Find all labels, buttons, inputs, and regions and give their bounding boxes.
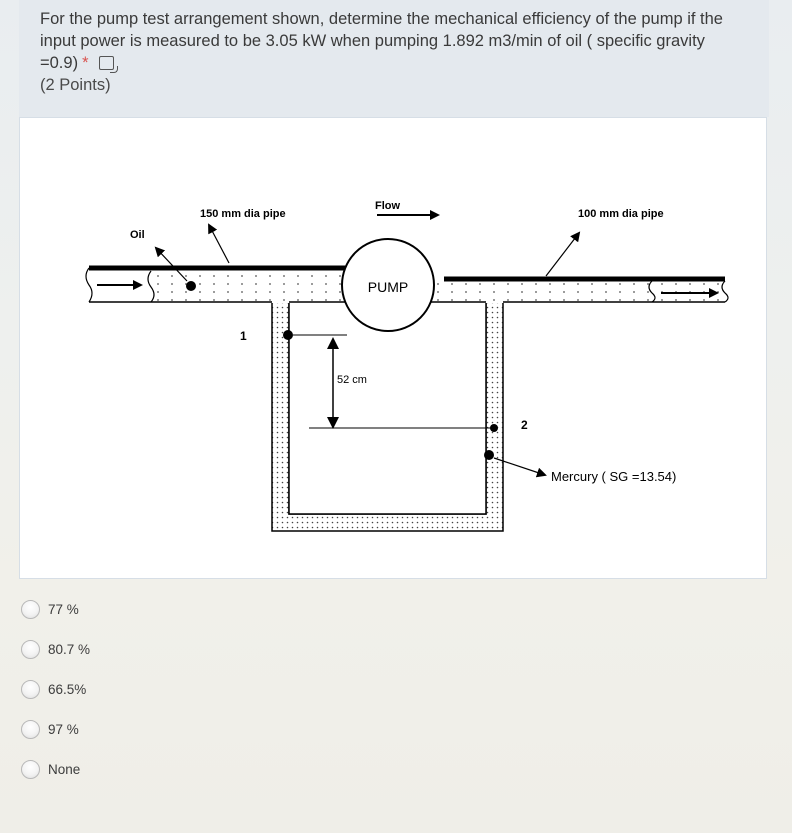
manometer [271,303,504,532]
radio-button[interactable] [21,680,40,699]
question-points: (2 Points) [40,76,111,94]
question-text: For the pump test arrangement shown, det… [40,8,760,96]
label-52cm: 52 cm [337,374,367,386]
label-point-1: 1 [240,329,247,343]
required-marker: * [82,54,89,72]
radio-button[interactable] [21,720,40,739]
radio-button[interactable] [21,640,40,659]
question-line-3: =0.9)* [40,52,760,74]
option-2[interactable]: 80.7 % [21,640,221,662]
question-line-3-text: =0.9) [40,54,79,72]
option-4[interactable]: 97 % [21,720,221,742]
outlet-pipe-100mm [431,276,729,303]
question-line-2: input power is measured to be 3.05 kW wh… [40,32,705,50]
question-card [19,0,769,117]
arrow-150mm [208,223,230,264]
label-point-2: 2 [521,418,528,432]
question-line-1: For the pump test arrangement shown, det… [40,10,723,28]
option-3[interactable]: 66.5% [21,680,221,702]
tap-point-1 [283,330,293,340]
option-label: 97 % [48,722,79,737]
pump-label: PUMP [368,279,408,295]
oil-marker [186,281,196,291]
tap-point-2 [484,450,494,460]
tap-point-2-upper [490,424,498,432]
pump-circle [341,238,435,332]
option-5[interactable]: None [21,760,221,782]
label-100mm-pipe: 100 mm dia pipe [578,208,664,220]
flow-label: Flow [375,200,400,212]
dimension-52cm [293,334,493,429]
inlet-pipe-150mm [85,265,346,303]
option-label: 77 % [48,602,79,617]
arrow-100mm [545,231,581,277]
option-label: 66.5% [48,682,87,697]
label-150mm-pipe: 150 mm dia pipe [200,208,286,220]
option-label: None [48,762,81,777]
pump-diagram: PUMP Flow 150 mm dia pipe 100 mm dia pip… [85,200,729,532]
arrow-mercury [493,457,547,478]
arrow-oil [154,246,188,282]
question-figure: PUMP Flow 150 mm dia pipe 100 mm dia pip… [19,117,767,579]
radio-button[interactable] [21,600,40,619]
label-oil: Oil [130,229,145,241]
option-1[interactable]: 77 % [21,600,221,622]
radio-button[interactable] [21,760,40,779]
immersive-reader-speaker-icon[interactable] [98,56,118,73]
label-mercury: Mercury ( SG =13.54) [551,469,676,484]
option-label: 80.7 % [48,642,91,657]
